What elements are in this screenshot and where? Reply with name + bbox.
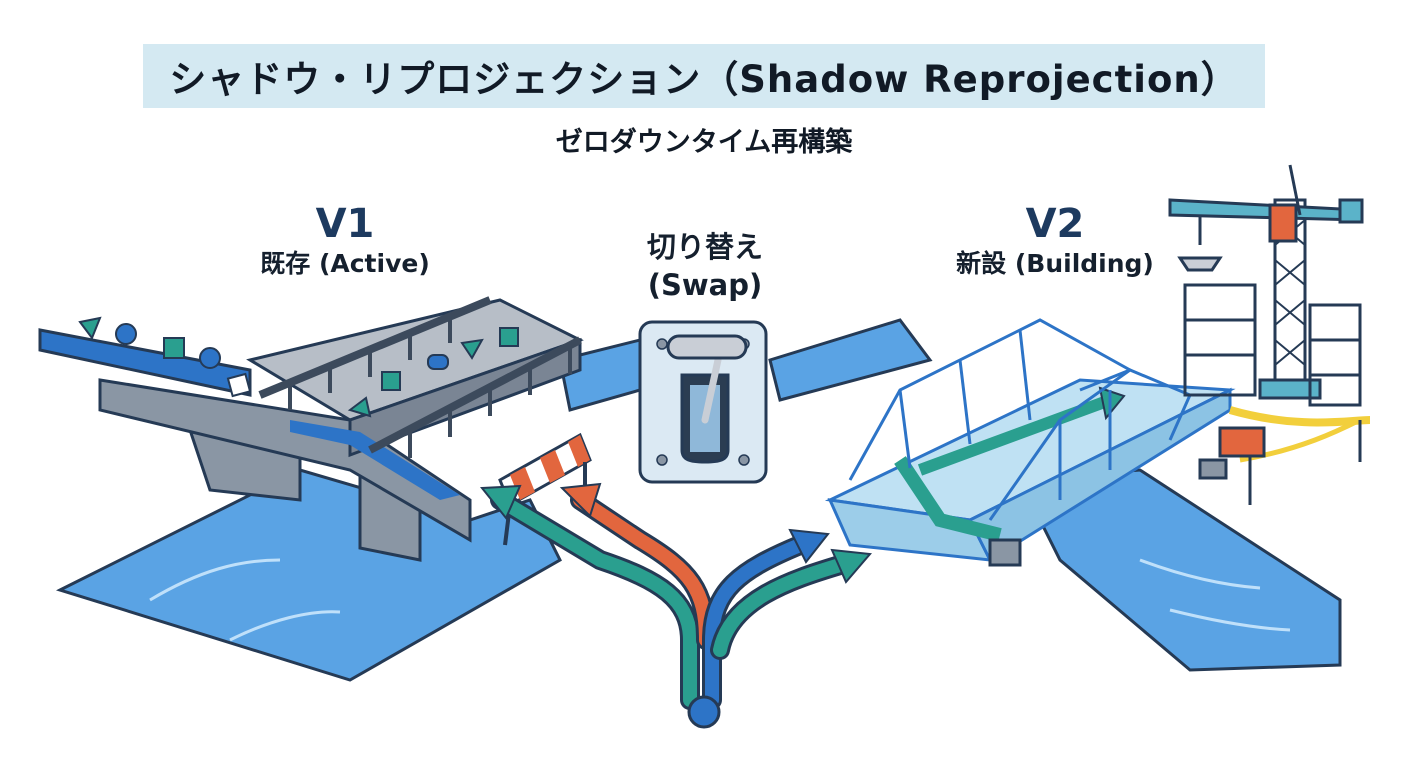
swap-line1: 切り替え — [646, 230, 763, 264]
crane-icon — [1168, 164, 1371, 505]
v1-bridge-icon — [38, 296, 584, 562]
swap-line2: (Swap) — [647, 268, 763, 302]
v2-label: V2 新設 (Building) — [930, 200, 1180, 280]
page-title: シャドウ・リプロジェクション（Shadow Reprojection） — [169, 58, 1239, 101]
v1-name: V1 — [315, 201, 375, 247]
page-subtitle: ゼロダウンタイム再構築 — [555, 127, 853, 158]
river-right — [1017, 468, 1342, 672]
traffic-arrows-icon — [480, 482, 930, 729]
v2-name: V2 — [1025, 201, 1085, 247]
v2-desc: 新設 (Building) — [956, 249, 1154, 278]
swap-label: 切り替え (Swap) — [600, 228, 810, 304]
v2-bridge-icon — [824, 318, 1236, 567]
swap-lever-icon — [638, 320, 768, 484]
v1-desc: 既存 (Active) — [260, 249, 430, 278]
title-bar: シャドウ・リプロジェクション（Shadow Reprojection） — [143, 44, 1265, 108]
v1-label: V1 既存 (Active) — [230, 200, 460, 280]
